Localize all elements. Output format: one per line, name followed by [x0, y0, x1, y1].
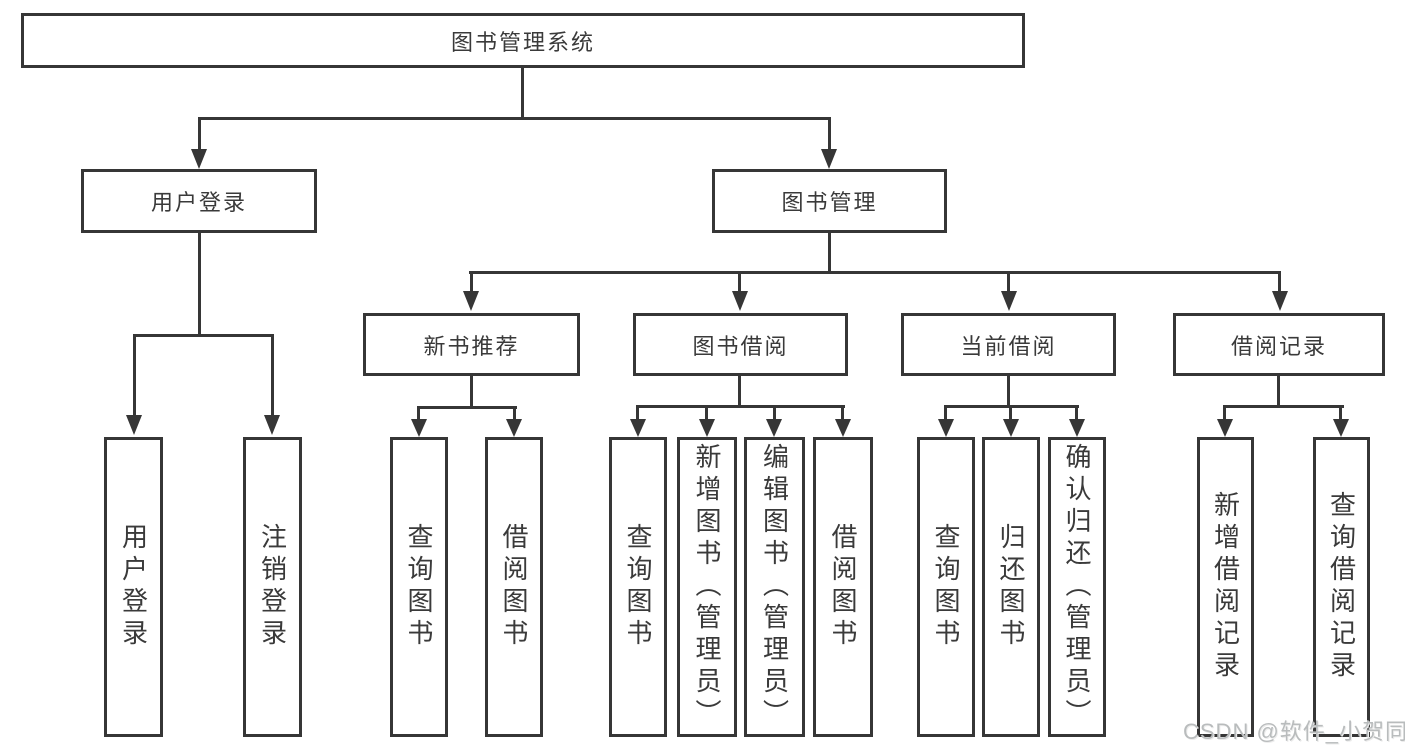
- leaf-cb-return-books-label: 归还图书: [996, 523, 1026, 651]
- arrow-br-leaf2: [1333, 419, 1349, 437]
- leaf-cb-confirm-return-admin-label: 确认归还（管理员）: [1062, 443, 1092, 731]
- leaf-nb-query-books: 查询图书: [390, 437, 448, 737]
- leaf-user-login: 用户登录: [104, 437, 163, 737]
- arrow-to-new-book: [463, 291, 479, 311]
- arrow-to-user-login: [191, 149, 207, 169]
- arrow-nb-leaf1: [411, 419, 427, 437]
- connector-to-book-management-stem: [828, 117, 831, 150]
- node-borrowing-records: 借阅记录: [1173, 313, 1385, 376]
- connector-to-leaf-login-stem: [133, 334, 136, 416]
- connector-to-user-login-stem: [198, 117, 201, 150]
- connector-borrowing-records-stem: [1277, 376, 1280, 408]
- arrow-cb-leaf3: [1069, 419, 1085, 437]
- arrow-bb-leaf1: [630, 419, 646, 437]
- node-new-book-recommend: 新书推荐: [363, 313, 580, 376]
- connector-nb-leaf1-stem: [417, 406, 420, 420]
- leaf-bb-edit-books-admin-label: 编辑图书（管理员）: [759, 443, 790, 731]
- arrow-bb-leaf4: [835, 419, 851, 437]
- connector-book-borrowing-rail: [636, 405, 845, 408]
- connector-level1-rail: [198, 117, 831, 120]
- connector-to-leaf-logout-stem: [271, 334, 274, 416]
- connector-new-book-stem: [470, 376, 473, 409]
- leaf-user-login-label: 用户登录: [118, 523, 149, 651]
- connector-to-borrowing-records-stem: [1278, 271, 1281, 293]
- leaf-cb-query-books-label: 查询图书: [931, 523, 961, 651]
- leaf-cb-return-books: 归还图书: [982, 437, 1040, 737]
- node-user-login: 用户登录: [81, 169, 317, 233]
- connector-nb-leaf2-stem: [513, 406, 516, 420]
- leaf-br-query-record-label: 查询借阅记录: [1326, 491, 1357, 683]
- node-current-borrowing: 当前借阅: [901, 313, 1116, 376]
- connector-br-leaf2-stem: [1339, 405, 1342, 420]
- leaf-br-query-record: 查询借阅记录: [1313, 437, 1370, 737]
- arrow-to-current-borrowing: [1001, 291, 1017, 311]
- leaf-bb-query-books: 查询图书: [609, 437, 667, 737]
- connector-level3-rail: [469, 271, 1281, 274]
- connector-root-stem: [521, 68, 524, 118]
- leaf-bb-borrow-books: 借阅图书: [813, 437, 873, 737]
- arrow-to-book-borrowing: [732, 291, 748, 311]
- connector-bb-leaf3-stem: [773, 405, 776, 420]
- arrow-to-leaf-logout: [264, 415, 280, 435]
- csdn-watermark: CSDN @软件_小贺同学: [1183, 719, 1405, 744]
- connector-user-login-stem: [198, 233, 201, 337]
- connector-bb-leaf4-stem: [841, 405, 844, 420]
- leaf-nb-borrow-books-label: 借阅图书: [499, 523, 529, 651]
- node-book-management-label: 图书管理: [781, 190, 878, 215]
- leaf-nb-query-books-label: 查询图书: [404, 523, 434, 651]
- leaf-cb-confirm-return-admin: 确认归还（管理员）: [1048, 437, 1106, 737]
- arrow-to-borrowing-records: [1272, 291, 1288, 311]
- connector-cb-leaf1-stem: [944, 405, 947, 420]
- node-current-borrowing-label: 当前借阅: [960, 333, 1057, 359]
- leaf-bb-add-books-admin-label: 新增图书（管理员）: [692, 443, 722, 731]
- leaf-logout: 注销登录: [243, 437, 302, 737]
- connector-bb-leaf2-stem: [705, 405, 708, 420]
- leaf-logout-label: 注销登录: [257, 523, 288, 651]
- node-root-library-system: 图书管理系统: [21, 13, 1025, 68]
- arrow-br-leaf1: [1217, 419, 1233, 437]
- connector-borrowing-records-rail: [1223, 405, 1344, 408]
- leaf-bb-query-books-label: 查询图书: [623, 523, 653, 651]
- connector-to-book-borrowing-stem: [738, 271, 741, 293]
- leaf-bb-borrow-books-label: 借阅图书: [828, 523, 858, 651]
- leaf-br-add-record-label: 新增借阅记录: [1210, 491, 1241, 683]
- connector-br-leaf1-stem: [1223, 405, 1226, 420]
- connector-cb-leaf3-stem: [1075, 405, 1078, 420]
- arrow-bb-leaf3: [766, 419, 782, 437]
- connector-book-management-stem: [828, 233, 831, 274]
- arrow-cb-leaf1: [938, 419, 954, 437]
- connector-cb-leaf2-stem: [1009, 405, 1012, 420]
- leaf-cb-query-books: 查询图书: [917, 437, 975, 737]
- leaf-bb-add-books-admin: 新增图书（管理员）: [677, 437, 737, 737]
- leaf-nb-borrow-books: 借阅图书: [485, 437, 543, 737]
- node-root-label: 图书管理系统: [450, 29, 595, 55]
- node-book-management: 图书管理: [712, 169, 947, 233]
- arrow-cb-leaf2: [1003, 419, 1019, 437]
- arrow-to-leaf-login: [126, 415, 142, 435]
- arrow-nb-leaf2: [506, 419, 522, 437]
- node-borrowing-records-label: 借阅记录: [1230, 333, 1327, 359]
- connector-to-new-book-stem: [470, 271, 473, 293]
- connector-user-login-rail: [133, 334, 274, 337]
- connector-bb-leaf1-stem: [636, 405, 639, 420]
- arrow-bb-leaf2: [699, 419, 715, 437]
- node-book-borrowing: 图书借阅: [633, 313, 848, 376]
- node-book-borrowing-label: 图书借阅: [692, 333, 789, 359]
- connector-to-current-borrowing-stem: [1007, 271, 1010, 293]
- leaf-bb-edit-books-admin: 编辑图书（管理员）: [744, 437, 805, 737]
- node-user-login-label: 用户登录: [150, 190, 247, 215]
- connector-current-borrowing-stem: [1007, 376, 1010, 408]
- leaf-br-add-record: 新增借阅记录: [1197, 437, 1254, 737]
- connector-book-borrowing-stem: [738, 376, 741, 408]
- node-new-book-recommend-label: 新书推荐: [423, 333, 520, 359]
- arrow-to-book-management: [821, 149, 837, 169]
- connector-new-book-rail: [417, 406, 517, 409]
